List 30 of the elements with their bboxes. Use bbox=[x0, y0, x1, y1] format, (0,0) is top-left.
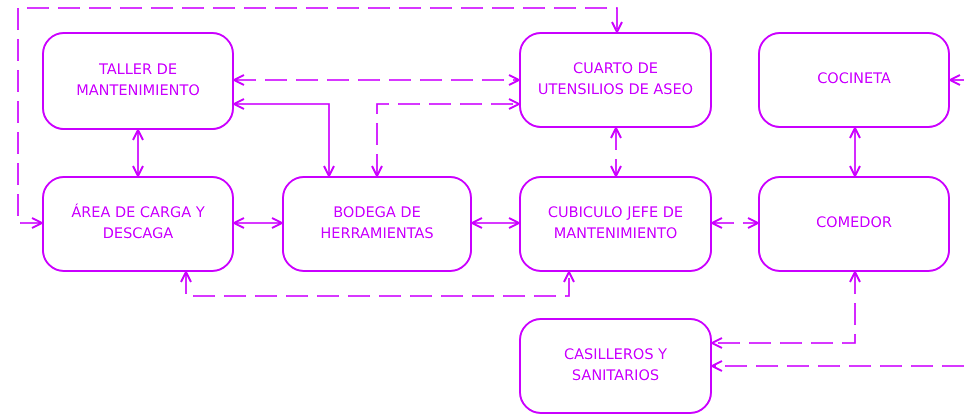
process-box bbox=[758, 176, 950, 272]
process-box bbox=[519, 32, 712, 128]
process-box bbox=[42, 32, 234, 130]
box-label: COMEDOR bbox=[816, 214, 892, 234]
process-box bbox=[758, 32, 950, 128]
connector-arrow bbox=[180, 271, 575, 297]
box-label: CASILLEROS Y SANITARIOS bbox=[562, 346, 668, 386]
connector-arrow bbox=[233, 98, 335, 177]
box-label: BODEGA DE HERRAMIENTAS bbox=[319, 204, 435, 244]
connector-arrow bbox=[849, 127, 861, 177]
connector-arrow bbox=[233, 74, 520, 86]
connector-arrow bbox=[610, 127, 622, 177]
process-box bbox=[282, 176, 472, 272]
connector-arrow bbox=[711, 217, 759, 229]
connector-arrow bbox=[17, 7, 623, 229]
process-box bbox=[519, 318, 712, 414]
connector-arrow bbox=[711, 271, 861, 349]
process-box bbox=[42, 176, 234, 272]
connector-arrow bbox=[711, 360, 964, 372]
process-box bbox=[519, 176, 712, 272]
connector-arrow bbox=[371, 98, 520, 177]
box-label: CUBICULO JEFE DE MANTENIMIENTO bbox=[546, 204, 684, 244]
box-label: ÁREA DE CARGA Y DESCAGA bbox=[70, 202, 206, 244]
connector-arrow bbox=[471, 217, 520, 229]
connector-arrow bbox=[233, 217, 283, 229]
connector-arrow bbox=[949, 74, 964, 86]
box-label: COCINETA bbox=[817, 70, 891, 90]
box-label: TALLER DE MANTENIMIENTO bbox=[75, 60, 201, 101]
connector-arrow bbox=[132, 129, 144, 177]
box-label: CUARTO DE UTENSILIOS DE ASEO bbox=[536, 60, 694, 100]
